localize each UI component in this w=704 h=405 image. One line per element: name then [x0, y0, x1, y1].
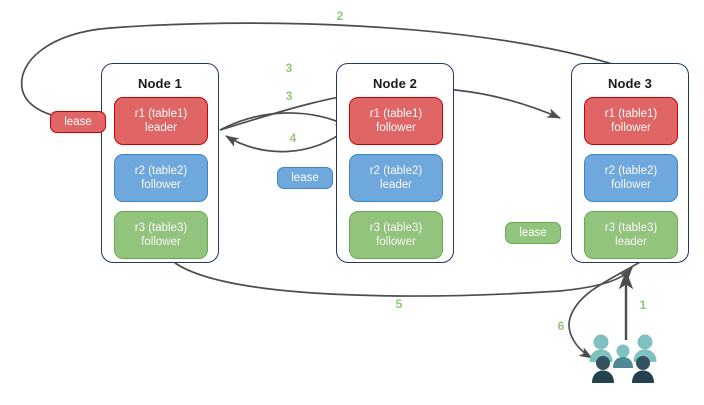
replica-r2[interactable]: r2 (table2) leader [349, 154, 443, 202]
replica-name: r3 (table3) [604, 222, 658, 234]
replica-role: follower [611, 179, 651, 191]
replica-r1[interactable]: r1 (table1) leader [114, 97, 208, 145]
node-container-node3[interactable]: Node 3 r1 (table1) follower r2 (table2) … [571, 63, 689, 263]
node-title: Node 2 [373, 76, 417, 91]
edge-label-5: 5 [395, 297, 403, 311]
replica-name: r1 (table1) [604, 108, 658, 120]
node-container-node1[interactable]: Node 1 r1 (table1) leader r2 (table2) fo… [101, 63, 219, 263]
replica-role: follower [141, 179, 181, 191]
replica-name: r2 (table2) [134, 165, 188, 177]
edge-label-4: 4 [289, 131, 297, 145]
replica-name: r2 (table2) [369, 165, 423, 177]
replica-role: leader [615, 236, 647, 248]
replica-role: leader [380, 179, 412, 191]
replica-r3[interactable]: r3 (table3) follower [349, 211, 443, 259]
replica-role: follower [376, 236, 416, 248]
replica-name: r3 (table3) [134, 222, 188, 234]
users-icon [589, 334, 657, 383]
node-container-node2[interactable]: Node 2 r1 (table1) follower r2 (table2) … [336, 63, 454, 263]
replica-r1[interactable]: r1 (table1) follower [584, 97, 678, 145]
replica-role: follower [611, 122, 651, 134]
replica-r1[interactable]: r1 (table1) follower [349, 97, 443, 145]
replica-role: follower [141, 236, 181, 248]
replica-r3[interactable]: r3 (table3) leader [584, 211, 678, 259]
edge-label-3-upper: 3 [285, 61, 293, 75]
edge-label-1: 1 [639, 298, 647, 312]
edge-label-6: 6 [557, 319, 565, 333]
replica-role: leader [145, 122, 177, 134]
lease-badge-red[interactable]: lease [50, 111, 106, 133]
node-title: Node 3 [608, 76, 652, 91]
replica-r2[interactable]: r2 (table2) follower [584, 154, 678, 202]
replica-name: r1 (table1) [369, 108, 423, 120]
replica-r2[interactable]: r2 (table2) follower [114, 154, 208, 202]
replica-role: follower [376, 122, 416, 134]
lease-badge-green[interactable]: lease [505, 222, 561, 244]
edge-5-path [174, 262, 633, 297]
replica-name: r2 (table2) [604, 165, 658, 177]
lease-badge-blue[interactable]: lease [277, 167, 333, 189]
edge-3-lower-path [219, 112, 349, 131]
replica-name: r1 (table1) [134, 108, 188, 120]
edge-label-3-lower: 3 [285, 89, 293, 103]
edge-label-2: 2 [336, 9, 344, 23]
replica-name: r3 (table3) [369, 222, 423, 234]
replica-r3[interactable]: r3 (table3) follower [114, 211, 208, 259]
node-title: Node 1 [138, 76, 182, 91]
